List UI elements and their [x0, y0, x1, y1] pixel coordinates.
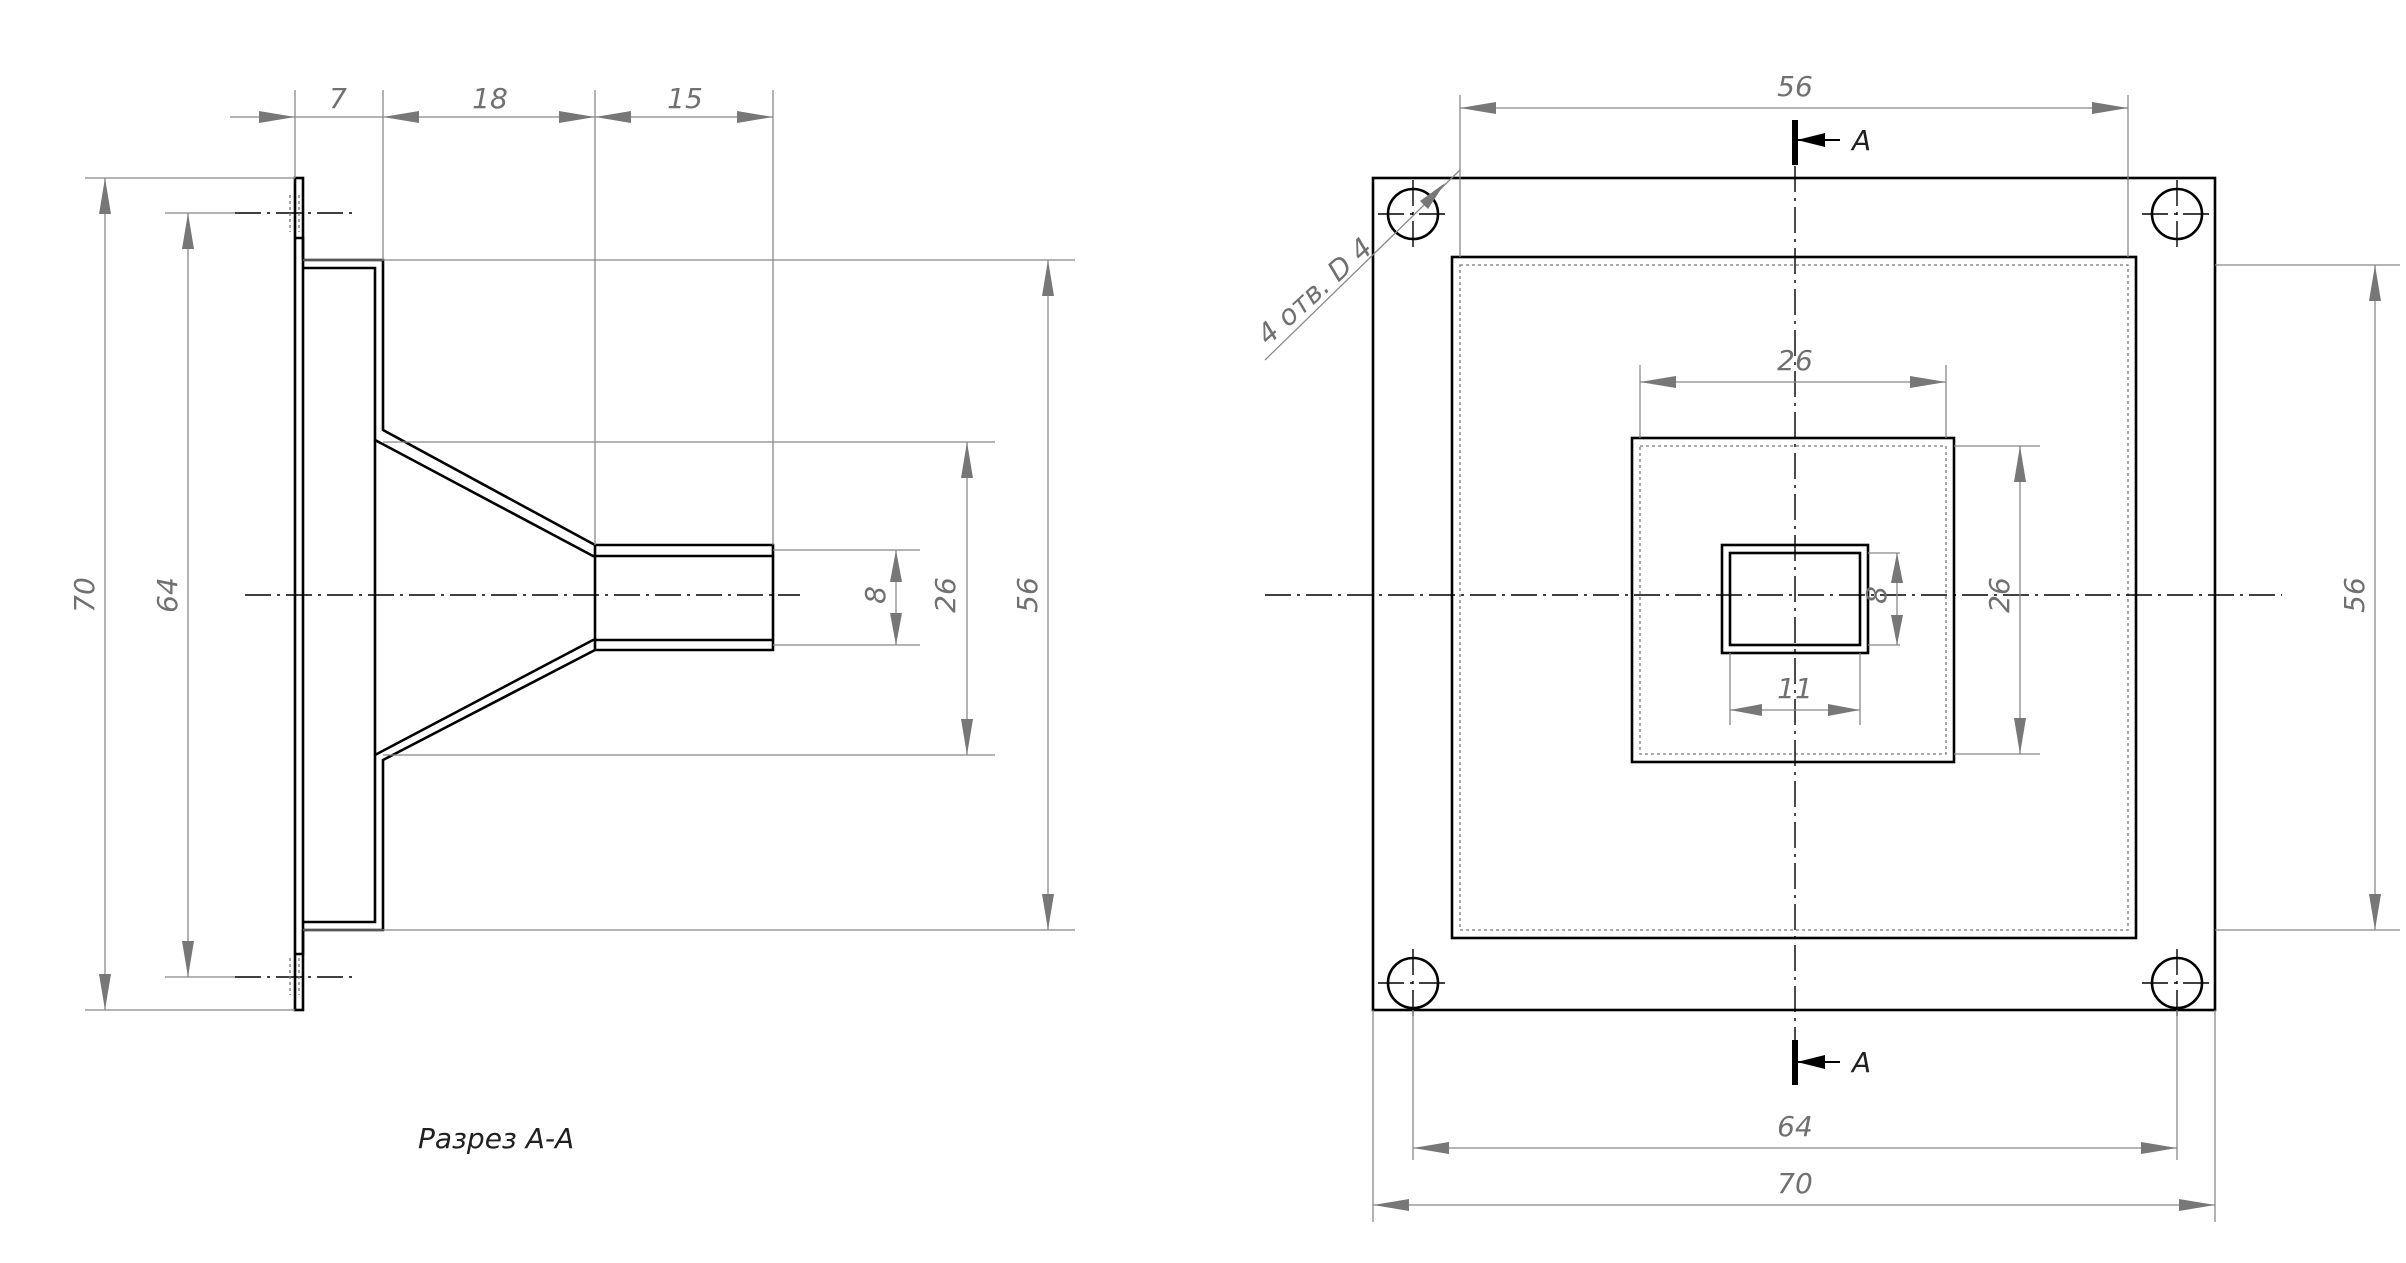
dim-bottom-total-70: 70	[1777, 1167, 1813, 1200]
plan-view: А А 4 отв. D 4 56 26 11	[1251, 70, 2400, 1222]
dim-height-64: 64	[151, 577, 184, 613]
dim-right-height-56: 56	[2338, 577, 2371, 613]
dim-mid-width-26: 26	[1777, 344, 1813, 377]
section-mark-top-label: А	[1850, 124, 1871, 157]
section-bottom-step	[295, 930, 305, 956]
dim-bottom-holes-64: 64	[1777, 1110, 1813, 1143]
plan-mid-square-inner	[1639, 445, 1947, 755]
section-view: 7 18 15 70 64 56 26 8 Разрез А-А	[68, 82, 1075, 1155]
dim-height-70: 70	[68, 577, 101, 613]
dim-pipe-width-11: 11	[1777, 672, 1813, 705]
section-body-inner-2	[303, 638, 773, 924]
holes-note: 4 отв. D 4	[1251, 231, 1379, 351]
section-body-outline	[303, 258, 775, 932]
section-body-inner	[303, 266, 773, 558]
section-mark-bottom: А	[1792, 1040, 1871, 1085]
plan-mid-square	[1630, 436, 1956, 764]
dim-len-15: 15	[667, 82, 703, 115]
section-flange-step	[295, 236, 305, 260]
dim-height-8: 8	[859, 586, 892, 604]
section-flange	[293, 176, 305, 1012]
section-mark-top: А	[1792, 120, 1871, 165]
dim-height-56: 56	[1011, 577, 1044, 613]
dim-len-7: 7	[329, 82, 347, 115]
dim-height-26: 26	[929, 577, 962, 613]
plan-holes	[1378, 180, 2212, 1017]
section-caption: Разрез А-А	[418, 1122, 574, 1155]
dim-len-18: 18	[472, 82, 508, 115]
section-mark-bottom-label: А	[1850, 1046, 1871, 1079]
plan-flange	[1371, 176, 2217, 1012]
dim-pipe-height-8: 8	[1860, 586, 1893, 604]
dim-top-width-56: 56	[1777, 70, 1813, 103]
plan-body	[1450, 255, 2138, 940]
dim-mid-height-26: 26	[1983, 577, 2016, 613]
